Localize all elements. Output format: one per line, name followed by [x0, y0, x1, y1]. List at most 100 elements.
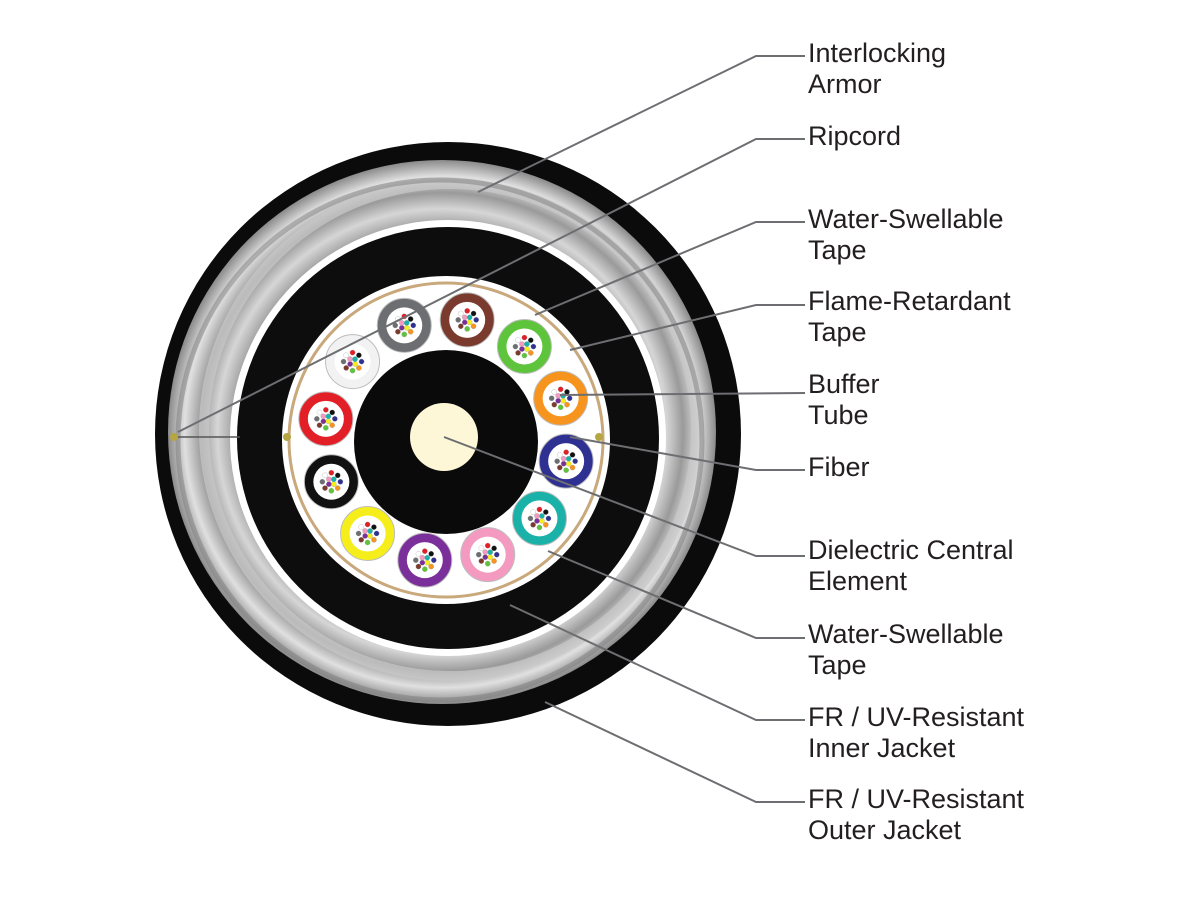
fiber: [484, 560, 491, 567]
fiber: [415, 563, 422, 570]
fiber: [328, 487, 335, 494]
fiber: [466, 319, 473, 326]
fiber: [371, 537, 377, 543]
rose-buffer-tube: [460, 527, 516, 583]
leader-fiber: [569, 436, 805, 471]
buffer-tube-gel: [386, 307, 423, 344]
fiber: [521, 334, 528, 341]
fiber: [534, 513, 540, 519]
fiber: [470, 310, 477, 317]
buffer-tube-gel: [506, 328, 543, 365]
fiber: [491, 558, 497, 564]
fiber: [563, 467, 569, 473]
fiber: [325, 413, 332, 420]
fiber: [466, 314, 473, 321]
fiber: [528, 350, 534, 356]
label-water-swellable-tape-inner: Water-Swellable Tape: [808, 619, 1011, 680]
white-buffer-tube: [325, 334, 381, 390]
fiber: [399, 325, 405, 331]
fiber: [322, 472, 328, 479]
fiber: [458, 310, 464, 317]
fiber: [413, 557, 419, 563]
fiber: [323, 407, 329, 413]
fiber: [458, 323, 464, 329]
fiber: [543, 522, 549, 528]
fiber: [515, 350, 521, 356]
green-buffer-tube: [496, 319, 552, 375]
armor-texture-ring: [199, 179, 701, 681]
fiber: [364, 539, 371, 546]
fiber: [349, 349, 356, 356]
fiber: [352, 361, 358, 367]
aqua-buffer-tube: [511, 490, 567, 546]
label-fiber: Fiber: [808, 452, 870, 482]
fiber: [362, 533, 368, 539]
fiber: [332, 416, 338, 422]
black-buffer-tube: [303, 454, 359, 510]
fiber: [422, 548, 428, 554]
buffer-tube-gel: [521, 500, 558, 537]
fiber: [555, 397, 561, 404]
leader-ripcord: [177, 138, 805, 433]
fiber: [326, 476, 332, 483]
fiber: [373, 530, 380, 537]
fiber: [358, 358, 365, 365]
fiber: [419, 554, 426, 561]
fiber: [548, 395, 555, 402]
buffer-tubes-group: [298, 292, 594, 588]
leader-interlocking-armor: [477, 55, 805, 193]
fiber: [565, 455, 572, 462]
fiber: [515, 337, 521, 343]
fiber: [399, 320, 405, 326]
fiber: [475, 551, 482, 558]
fiber: [316, 409, 323, 416]
fiber: [512, 343, 519, 350]
violet-buffer-tube: [397, 532, 453, 588]
fiber: [347, 361, 353, 367]
fiber: [543, 509, 549, 515]
fiber: [560, 460, 567, 467]
fiber: [415, 551, 422, 557]
fiber: [325, 418, 332, 425]
fiber: [395, 328, 401, 335]
buffer-tube-gel: [542, 380, 579, 417]
fiber: [554, 458, 560, 464]
fiber: [564, 389, 570, 395]
fiber: [428, 563, 434, 570]
brown-buffer-tube: [439, 292, 495, 348]
buffer-tube-gel: [469, 536, 506, 573]
fiber: [316, 422, 323, 428]
fiber: [314, 416, 320, 422]
fiber: [358, 537, 364, 543]
ripcord-inner-left: [283, 433, 291, 441]
ripcord-outer: [170, 433, 178, 441]
fiber: [464, 326, 470, 332]
fiber: [545, 515, 552, 522]
fiber: [407, 316, 414, 322]
fiber: [340, 358, 347, 365]
fiber: [461, 319, 468, 326]
fiber: [557, 452, 563, 458]
fiber: [551, 401, 558, 408]
fiber: [563, 449, 569, 455]
fiber: [356, 365, 362, 371]
cable-illustration: [155, 142, 741, 726]
fiber: [347, 356, 353, 362]
buffer-tube-gel: [334, 343, 371, 380]
fiber: [403, 320, 410, 326]
label-flame-retardant-tape: Flame-Retardant Tape: [808, 286, 1018, 347]
label-fr-uv-inner-jacket: FR / UV-Resistant Inner Jacket: [808, 702, 1032, 763]
leader-water-swellable-tape-inner: [547, 550, 805, 639]
fiber: [491, 545, 497, 552]
label-water-swellable-tape-outer: Water-Swellable Tape: [808, 204, 1011, 265]
yellow-buffer-tube: [340, 505, 396, 561]
fiber: [557, 386, 564, 393]
fiber: [470, 323, 477, 329]
fiber: [328, 469, 335, 476]
leader-lines: [177, 55, 806, 803]
fiber: [331, 476, 337, 483]
fiber: [424, 554, 431, 561]
fiber: [431, 557, 437, 563]
buffer-tube-gel: [349, 515, 386, 552]
